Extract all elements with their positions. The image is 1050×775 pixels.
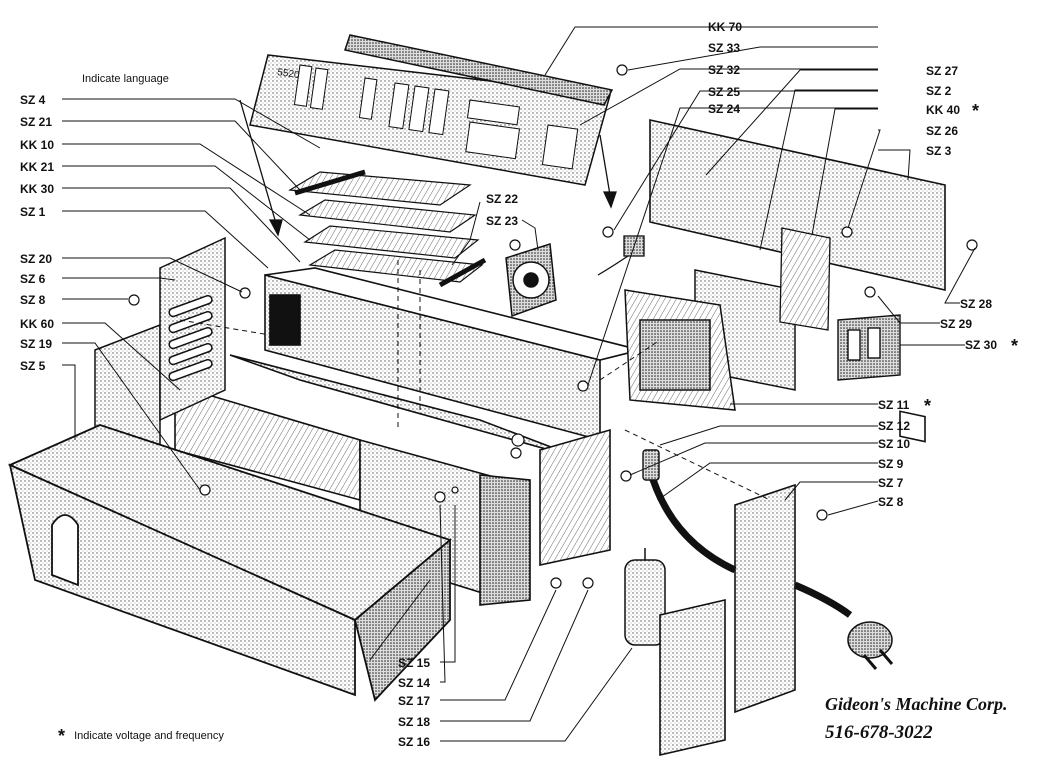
leader-lines — [62, 26, 976, 742]
control-panel — [249, 34, 614, 186]
voltage-note: * Indicate voltage and frequency — [58, 726, 224, 747]
part-label-sz-14: SZ 14 — [398, 676, 431, 690]
part-label-kk-21: KK 21 — [20, 160, 55, 174]
screws — [128, 64, 978, 589]
part-label-sz-32: SZ 32 — [708, 63, 741, 77]
part-label-kk-40: KK 40 — [926, 103, 961, 117]
part-label-sz-1: SZ 1 — [20, 205, 46, 219]
part-label-sz-26: SZ 26 — [926, 124, 959, 138]
circuit-board-stack — [288, 169, 487, 288]
company-phone: 516-678-3022 — [825, 722, 933, 743]
part-label-sz-24: SZ 24 — [708, 102, 741, 116]
part-label-sz-33: SZ 33 — [708, 41, 741, 55]
transformer-assembly — [624, 269, 796, 411]
right-side-panels — [659, 483, 796, 757]
part-label-sz-8: SZ 8 — [878, 495, 904, 509]
part-label-sz-28: SZ 28 — [960, 297, 993, 311]
asterisk-mark: * — [1011, 336, 1019, 356]
part-label-sz-30: SZ 30 — [965, 338, 998, 352]
power-board — [779, 227, 831, 331]
cooling-fan — [505, 243, 557, 318]
part-label-sz-17: SZ 17 — [398, 694, 431, 708]
power-plug — [847, 621, 894, 670]
company-name: Gideon's Machine Corp. — [825, 694, 1008, 714]
asterisk-mark: * — [924, 396, 932, 416]
part-label-sz-16: SZ 16 — [398, 735, 431, 749]
part-label-sz-22: SZ 22 — [486, 192, 519, 206]
part-label-sz-21: SZ 21 — [20, 115, 53, 129]
switch — [597, 235, 645, 276]
part-label-sz-27: SZ 27 — [926, 64, 959, 78]
part-label-sz-10: SZ 10 — [878, 437, 911, 451]
bottom-cover — [7, 424, 452, 702]
part-label-kk-30: KK 30 — [20, 182, 55, 196]
left-side-panel — [94, 236, 226, 446]
main-chassis — [174, 267, 641, 606]
part-label-kk-60: KK 60 — [20, 317, 55, 331]
capacitor — [624, 548, 666, 646]
panel-model-number: 5520 — [277, 67, 301, 81]
part-label-sz-5: SZ 5 — [20, 359, 46, 373]
part-label-sz-4: SZ 4 — [20, 93, 46, 107]
language-note: Indicate language — [82, 73, 169, 85]
part-label-sz-11: SZ 11 — [878, 398, 910, 412]
part-label-sz-20: SZ 20 — [20, 252, 53, 266]
part-label-sz-29: SZ 29 — [940, 317, 973, 331]
voltage-note-text: Indicate voltage and frequency — [74, 730, 224, 742]
part-label-sz-18: SZ 18 — [398, 715, 431, 729]
asterisk-mark: * — [972, 101, 980, 121]
part-label-sz-23: SZ 23 — [486, 214, 519, 228]
part-label-sz-15: SZ 15 — [398, 656, 431, 670]
power-cord — [642, 449, 853, 618]
relay-block — [837, 314, 901, 381]
part-label-sz-6: SZ 6 — [20, 272, 46, 286]
part-label-sz-2: SZ 2 — [926, 84, 952, 98]
part-label-sz-3: SZ 3 — [926, 144, 952, 158]
part-label-sz-7: SZ 7 — [878, 476, 904, 490]
part-label-kk-70: KK 70 — [708, 20, 743, 34]
rear-panel — [649, 119, 946, 443]
part-label-sz-19: SZ 19 — [20, 337, 53, 351]
part-label-sz-25: SZ 25 — [708, 85, 741, 99]
part-label-kk-10: KK 10 — [20, 138, 55, 152]
part-label-sz-9: SZ 9 — [878, 457, 904, 471]
part-label-sz-8: SZ 8 — [20, 293, 46, 307]
part-label-sz-12: SZ 12 — [878, 419, 911, 433]
asterisk-mark: * — [58, 726, 66, 746]
